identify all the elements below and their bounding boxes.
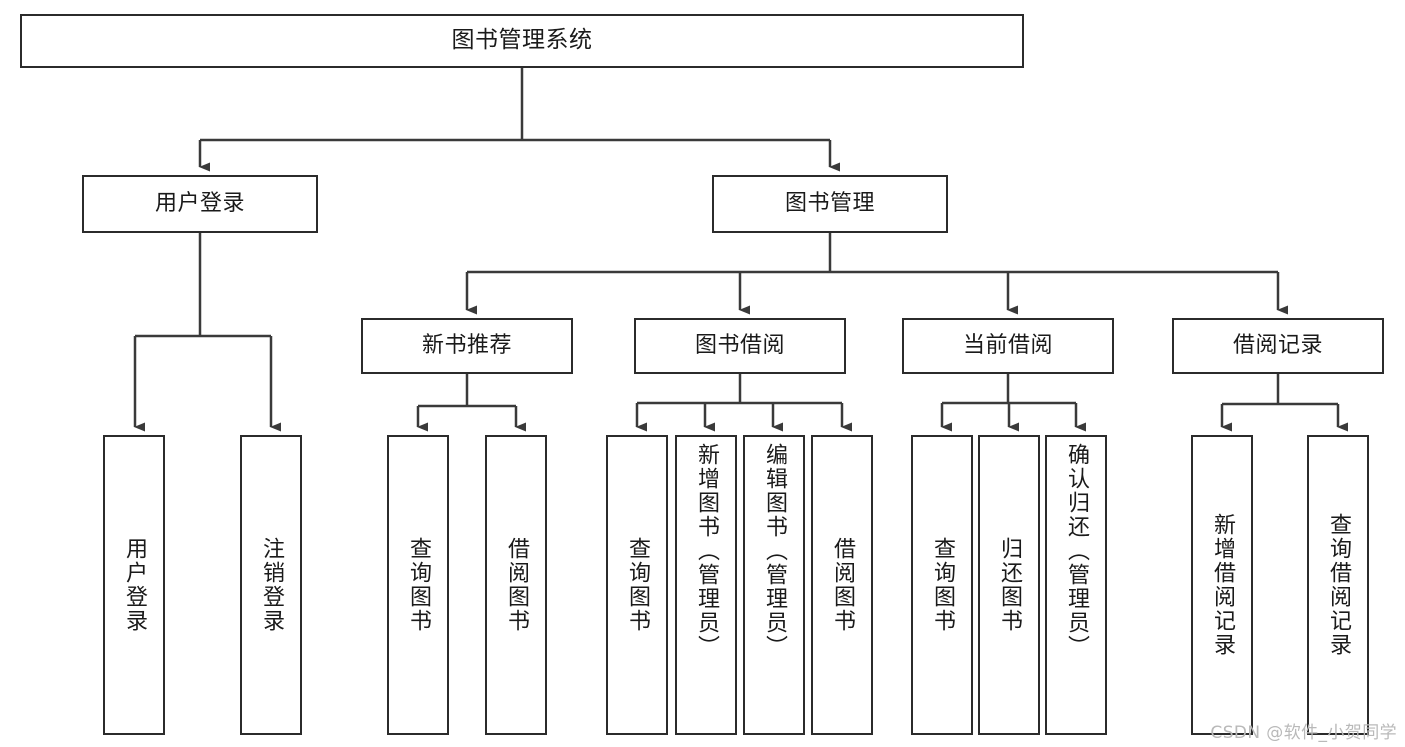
node-label: 新书推荐 (421, 333, 512, 359)
node-current-borrow[interactable]: 当前借阅 (902, 318, 1114, 374)
node-leaf-user-login[interactable]: 用户登录 (103, 435, 165, 735)
node-leaf-return-book[interactable]: 归还图书 (978, 435, 1040, 735)
node-label: 归还图书 (997, 537, 1022, 633)
node-label: 用户登录 (154, 191, 245, 217)
node-leaf-borrow-book-rec[interactable]: 借阅图书 (485, 435, 547, 735)
node-leaf-query-borrow-record[interactable]: 查询借阅记录 (1307, 435, 1369, 735)
node-label: 查询图书 (930, 537, 955, 633)
node-root-book-management-system[interactable]: 图书管理系统 (20, 14, 1024, 68)
node-label: 注销登录 (259, 537, 284, 633)
node-user-login[interactable]: 用户登录 (82, 175, 318, 233)
node-leaf-query-book-borrow[interactable]: 查询图书 (606, 435, 668, 735)
node-label: 图书管理 (784, 191, 875, 217)
node-label: 编辑图书（管理员） (762, 443, 787, 659)
node-borrow-record[interactable]: 借阅记录 (1172, 318, 1384, 374)
node-label: 新增借阅记录 (1210, 513, 1235, 657)
node-label: 新增图书（管理员） (694, 443, 719, 659)
node-leaf-confirm-return-admin[interactable]: 确认归还（管理员） (1045, 435, 1107, 735)
node-label: 借阅图书 (830, 537, 855, 633)
node-leaf-logout-login[interactable]: 注销登录 (240, 435, 302, 735)
node-leaf-borrow-book-borrow[interactable]: 借阅图书 (811, 435, 873, 735)
node-leaf-query-book-rec[interactable]: 查询图书 (387, 435, 449, 735)
node-label: 确认归还（管理员） (1064, 443, 1089, 659)
node-label: 图书借阅 (694, 333, 785, 359)
node-new-book-recommend[interactable]: 新书推荐 (361, 318, 573, 374)
node-label: 用户登录 (122, 537, 147, 633)
node-label: 当前借阅 (962, 333, 1053, 359)
node-label: 查询图书 (406, 537, 431, 633)
node-label: 借阅图书 (504, 537, 529, 633)
node-leaf-query-book-current[interactable]: 查询图书 (911, 435, 973, 735)
node-label: 查询借阅记录 (1326, 513, 1351, 657)
node-leaf-edit-book-admin[interactable]: 编辑图书（管理员） (743, 435, 805, 735)
node-label: 图书管理系统 (451, 27, 593, 54)
node-label: 借阅记录 (1232, 333, 1323, 359)
node-book-manage[interactable]: 图书管理 (712, 175, 948, 233)
node-leaf-add-borrow-record[interactable]: 新增借阅记录 (1191, 435, 1253, 735)
node-label: 查询图书 (625, 537, 650, 633)
node-leaf-add-book-admin[interactable]: 新增图书（管理员） (675, 435, 737, 735)
csdn-watermark: CSDN @软件_小贺同学 (1210, 723, 1397, 743)
node-book-borrow[interactable]: 图书借阅 (634, 318, 846, 374)
